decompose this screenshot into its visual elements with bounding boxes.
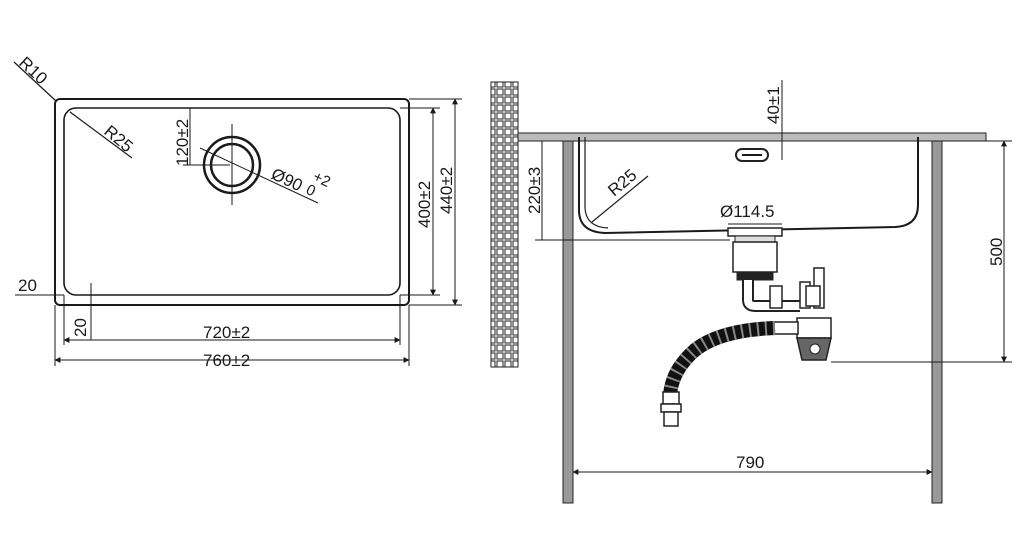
dim-rim-left: 20 — [18, 276, 37, 295]
dim-cabinet-height: 500 — [987, 238, 1006, 266]
dim-overflow-height: 40±1 — [764, 86, 783, 124]
dim-r25-top: R25 — [100, 122, 136, 157]
cabinet-right-panel — [931, 140, 943, 504]
sink-bowl-outline — [63, 107, 401, 296]
dim-inner-width: 720±2 — [203, 323, 250, 342]
countertop — [517, 132, 987, 142]
dim-outer-depth: 440±2 — [437, 167, 456, 214]
dim-rim-bottom: 20 — [71, 318, 90, 337]
dim-drain-tol-lower: 0 — [303, 181, 318, 200]
cabinet-left-panel — [562, 140, 574, 504]
dim-r25-side: R25 — [604, 165, 640, 200]
side-view: 40±1 220±3 R25 Ø114.5 — [490, 80, 1012, 504]
waste-basket — [727, 227, 783, 281]
sink-outer-outline — [54, 98, 410, 306]
trap-pipe — [742, 267, 825, 312]
dim-drain-offset: 120±2 — [173, 119, 192, 166]
siphon-body — [771, 317, 832, 361]
wall — [490, 81, 519, 368]
top-view: R10 R25 120±2 Ø90 +2 0 400±2 440±2 20 20 — [13, 53, 462, 370]
dim-inner-depth: 400±2 — [415, 181, 434, 228]
dim-outer-width: 760±2 — [203, 351, 250, 370]
dim-cabinet-width: 790 — [736, 453, 764, 472]
drain-hose — [663, 321, 776, 396]
dim-drain-tol-upper: +2 — [310, 168, 333, 191]
dim-r10: R10 — [15, 53, 51, 88]
hose-connector — [660, 391, 682, 427]
dim-drain-diameter: Ø90 — [268, 164, 305, 195]
dim-bowl-depth: 220±3 — [525, 167, 544, 214]
dim-waste-diameter: Ø114.5 — [720, 202, 775, 221]
